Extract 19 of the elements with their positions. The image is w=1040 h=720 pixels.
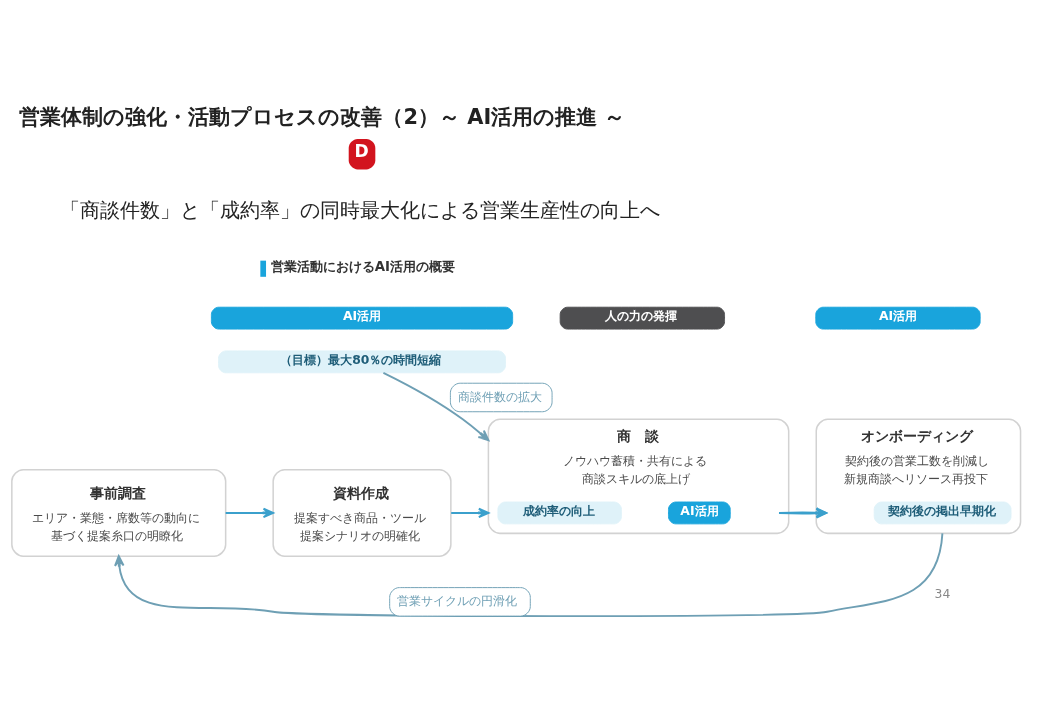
label: 「商談件数」と「成約率」の同時最大化による営業生産性の向上へ xyxy=(59,197,660,222)
node-box: 成約率の向上 xyxy=(497,501,622,524)
label: 34 xyxy=(934,586,951,601)
edge-label: 営業サイクルの円滑化 xyxy=(397,593,518,608)
node-box: 契約後の掲出早期化 xyxy=(873,501,1012,524)
node-box: 人の力の発揮 xyxy=(559,306,726,330)
arrow xyxy=(224,507,274,518)
node-box: AI活用 xyxy=(815,306,981,330)
node-box: 事前調査 エリア・業態・席数等の動向に基づく提案糸口の明瞭化 xyxy=(11,468,227,557)
arrow xyxy=(382,371,490,441)
label: D xyxy=(354,140,369,161)
diagram-title: 営業体制の強化・活動プロセスの改善（2）～ AI活用の推進 ～ xyxy=(19,104,626,129)
node-box: （目標）最大80％の時間短縮 xyxy=(218,349,506,373)
node-box: AI活用 xyxy=(668,501,731,524)
label: 営業活動におけるAI活用の概要 xyxy=(270,258,456,274)
node-box: 資料作成 提案すべき商品・ツール提案シナリオの明確化 xyxy=(272,468,452,557)
node-box: AI活用 xyxy=(210,306,514,330)
edge-label: 商談件数の拡大 xyxy=(458,389,543,404)
arrow xyxy=(450,507,490,518)
